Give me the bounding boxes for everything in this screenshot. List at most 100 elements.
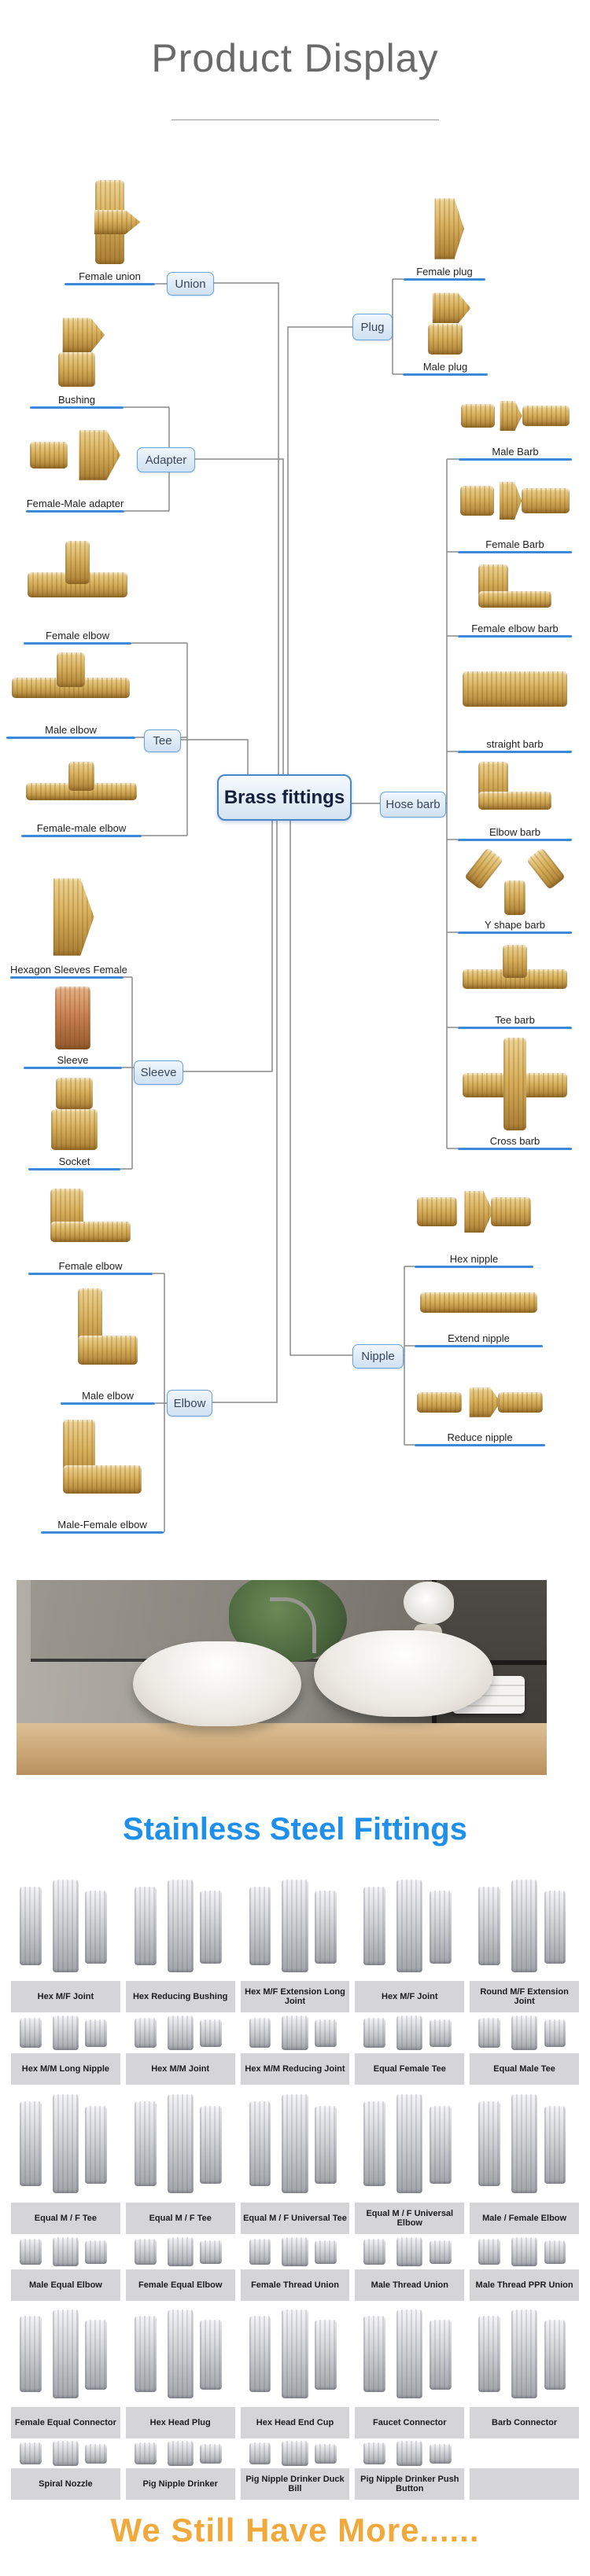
steel-products-grid: Hex M/F Joint Hex Reducing Bushing Hex M…: [11, 1871, 579, 2500]
label-underline: [28, 1168, 120, 1170]
product-label: Male-Female elbow: [57, 1519, 147, 1531]
product-male-female-elbow: Male-Female elbow: [41, 1409, 164, 1534]
steel-cell: Male Thread PPR Union: [470, 2234, 579, 2301]
label-underline: [24, 1067, 122, 1069]
steel-product-image: [470, 2085, 579, 2203]
steel-cell: Hex M/M Reducing Joint: [240, 2012, 350, 2085]
steel-cell: Female Thread Union: [240, 2234, 350, 2301]
product-male-plug: Male plug: [403, 287, 488, 376]
steel-product-label: Hex M/F Joint: [355, 1981, 465, 2012]
node-adapter: Adapter: [137, 447, 195, 472]
label-underline: [458, 551, 572, 553]
hexagon-sleeves-female-image: [10, 871, 124, 963]
steel-cell: Pig Nipple Drinker Push Button: [355, 2438, 465, 2500]
we-still-have-more-text: We Still Have More......: [110, 2512, 480, 2548]
label-underline: [41, 1531, 164, 1534]
steel-cell: Equal Male Tee: [470, 2012, 579, 2085]
steel-cell: Female Equal Elbow: [125, 2234, 235, 2301]
node-tee-label: Tee: [153, 734, 172, 748]
product-female-male-elbow-tee: Female-male elbow: [21, 755, 142, 837]
label-underline: [458, 839, 572, 841]
steel-product-label: Male / Female Elbow: [470, 2203, 579, 2234]
male-female-elbow-image: [41, 1409, 164, 1518]
steel-product-image: [11, 2234, 120, 2269]
steel-product-image: [470, 1871, 579, 1981]
steel-cell: Hex M/M Joint: [125, 2012, 235, 2085]
steel-product-label: Spiral Nozzle: [11, 2468, 120, 2500]
sleeve-image: [24, 983, 122, 1053]
product-label: Bushing: [58, 394, 95, 406]
product-label: Extend nipple: [448, 1332, 510, 1344]
steel-product-image: [126, 2301, 235, 2407]
label-underline: [458, 635, 572, 638]
steel-cell: Barb Connector: [470, 2301, 579, 2438]
product-male-elbow-tee: Male elbow: [6, 645, 135, 739]
label-underline: [415, 1266, 533, 1268]
shelf-bar: [437, 1660, 547, 1665]
steel-product-image: [241, 2085, 350, 2203]
steel-cell: Pig Nipple Drinker Duck Bill: [240, 2438, 350, 2500]
steel-cell: Male Thread Union: [355, 2234, 465, 2301]
product-male-barb: Male Barb: [459, 387, 572, 461]
steel-product-image: [355, 2012, 464, 2053]
steel-cell: Male Equal Elbow: [11, 2234, 120, 2301]
node-elbow: Elbow: [167, 1390, 212, 1417]
steel-product-image: [355, 2085, 464, 2203]
label-underline: [61, 1402, 155, 1405]
steel-cell: Male / Female Elbow: [470, 2085, 579, 2234]
steel-cell: Round M/F Extension Joint: [470, 1871, 579, 2012]
male-plug-image: [403, 287, 488, 360]
right-basin: [314, 1630, 493, 1717]
steel-product-label: Male Thread Union: [355, 2269, 465, 2301]
steel-product-label: Hex M/M Long Nipple: [11, 2053, 120, 2085]
steel-empty-image: [470, 2438, 579, 2468]
node-plug: Plug: [352, 314, 393, 340]
product-socket: Socket: [28, 1073, 120, 1170]
product-label: Cross barb: [489, 1135, 540, 1147]
steel-cell: [470, 2438, 579, 2500]
steel-row-4: Male Equal Elbow Female Equal Elbow Fema…: [11, 2234, 579, 2301]
left-basin: [133, 1641, 301, 1726]
steel-product-image: [126, 2085, 235, 2203]
steel-product-image: [355, 2301, 464, 2407]
steel-product-label: Hex Head End Cup: [240, 2407, 350, 2438]
female-male-adapter-image: [26, 413, 124, 497]
product-label: Female-male elbow: [36, 822, 127, 834]
steel-product-image: [355, 1871, 464, 1981]
cross-barb-image: [458, 1034, 572, 1134]
steel-product-label: Female Equal Connector: [11, 2407, 120, 2438]
steel-product-image: [126, 2438, 235, 2468]
product-label: straight barb: [486, 738, 544, 750]
root-node-label: Brass fittings: [223, 786, 345, 808]
label-underline: [30, 406, 124, 409]
steel-row-1: Hex M/F Joint Hex Reducing Bushing Hex M…: [11, 1871, 579, 2012]
label-underline: [415, 1444, 545, 1446]
tee-barb-image: [458, 937, 572, 1013]
faucet: [270, 1597, 316, 1653]
steel-product-label: Male Equal Elbow: [11, 2269, 120, 2301]
steel-product-label: Pig Nipple Drinker Duck Bill: [240, 2468, 350, 2500]
female-plug-image: [404, 193, 485, 265]
product-label: Female elbow barb: [471, 623, 559, 634]
product-tee-barb: Tee barb: [458, 937, 572, 1029]
node-union: Union: [167, 272, 214, 296]
male-elbow-image: [61, 1277, 155, 1389]
steel-product-label: Barb Connector: [470, 2407, 579, 2438]
steel-product-image: [241, 2301, 350, 2407]
steel-product-label: Equal Male Tee: [470, 2053, 579, 2085]
steel-product-label: Equal M / F Tee: [125, 2203, 235, 2234]
steel-product-label: Pig Nipple Drinker: [125, 2468, 235, 2500]
female-elbow-tee-image: [24, 531, 131, 629]
steel-product-image: [355, 2234, 464, 2269]
steel-product-label: Male Thread PPR Union: [470, 2269, 579, 2301]
steel-product-label: Hex M/F Joint: [11, 1981, 120, 2012]
steel-cell: Hex Reducing Bushing: [125, 1871, 235, 2012]
steel-cell: Equal M / F Universal Elbow: [355, 2085, 465, 2234]
steel-product-image: [126, 2234, 235, 2269]
node-nipple-label: Nipple: [361, 1350, 395, 1363]
node-elbow-label: Elbow: [173, 1396, 206, 1410]
steel-cell: Hex M/F Joint: [11, 1871, 120, 2012]
product-label: Female union: [79, 270, 141, 282]
product-bushing: Bushing: [30, 311, 124, 409]
